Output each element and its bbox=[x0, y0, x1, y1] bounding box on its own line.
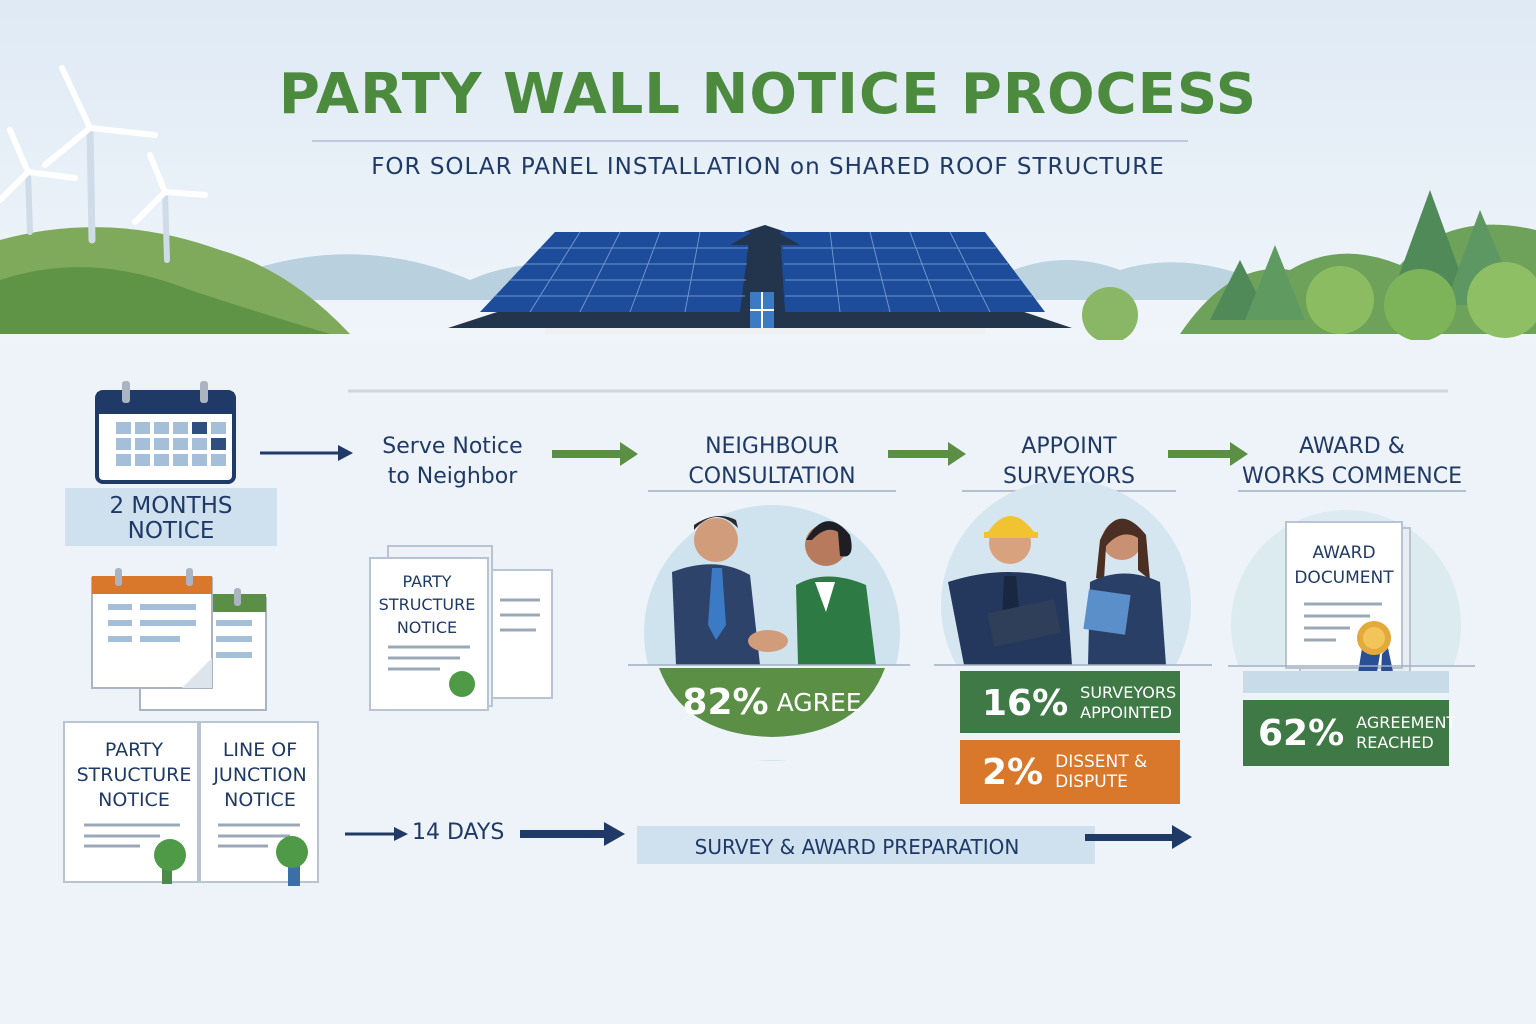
stat-dissent-value: 2% bbox=[982, 751, 1044, 793]
seal-icon bbox=[276, 836, 308, 886]
award-document-label: AWARD DOCUMENT bbox=[1294, 543, 1394, 588]
arrow-icon bbox=[260, 445, 353, 461]
notice-documents-icon bbox=[91, 568, 267, 711]
step-serve-notice-document: PARTY STRUCTURE NOTICE bbox=[378, 572, 476, 637]
step-appoint-surveyors: APPOINT SURVEYORS bbox=[1003, 434, 1135, 489]
stat-surveyors-value: 16% bbox=[982, 682, 1069, 724]
party-structure-notice: PARTY STRUCTURE NOTICE bbox=[76, 739, 192, 811]
step-serve-notice: Serve Notice to Neighbor bbox=[382, 434, 523, 489]
arrow-icon bbox=[520, 822, 625, 846]
timeline-phase: SURVEY & AWARD PREPARATION bbox=[694, 835, 1020, 859]
step-neighbour-consultation: NEIGHBOUR CONSULTATION bbox=[688, 434, 856, 489]
arrow-icon bbox=[1168, 442, 1248, 466]
header-landscape bbox=[0, 0, 1536, 340]
stat-surveyors-label: SURVEYORS APPOINTED bbox=[1080, 683, 1177, 722]
stat-agree-label: AGREE bbox=[776, 687, 862, 717]
notice-period-label: 2 MONTHS NOTICE bbox=[109, 493, 233, 544]
calendar-icon bbox=[95, 381, 236, 484]
stat-surveyors-appointed: 16% SURVEYORS APPOINTED bbox=[982, 676, 1180, 730]
stat-dissent-dispute: 2% DISSENT & DISPUTE bbox=[982, 745, 1180, 799]
arrow-icon bbox=[888, 442, 966, 466]
stat-agree-value: 82% bbox=[682, 681, 769, 723]
process-diagram bbox=[63, 381, 1475, 886]
arrow-icon bbox=[1085, 825, 1192, 849]
notice-document-icon bbox=[369, 545, 553, 711]
arrow-icon bbox=[552, 442, 638, 466]
stat-agreement-reached: 62% AGREEMENT REACHED bbox=[1258, 706, 1456, 760]
timeline-days: 14 DAYS bbox=[412, 820, 505, 845]
line-of-junction-notice: LINE OF JUNCTION NOTICE bbox=[213, 739, 307, 811]
stat-agreement-label: AGREEMENT REACHED bbox=[1356, 713, 1457, 752]
arrow-icon bbox=[345, 827, 408, 841]
stat-dissent-label: DISSENT & DISPUTE bbox=[1055, 752, 1148, 792]
page-subtitle: FOR SOLAR PANEL INSTALLATION on SHARED R… bbox=[371, 154, 1165, 180]
seal-icon bbox=[154, 839, 186, 884]
page-title: PARTY WALL NOTICE PROCESS bbox=[278, 62, 1258, 127]
stat-agreement-value: 62% bbox=[1258, 712, 1345, 754]
stat-agree: 82% AGREE bbox=[659, 678, 885, 726]
step-award-works: AWARD & WORKS COMMENCE bbox=[1242, 434, 1462, 489]
